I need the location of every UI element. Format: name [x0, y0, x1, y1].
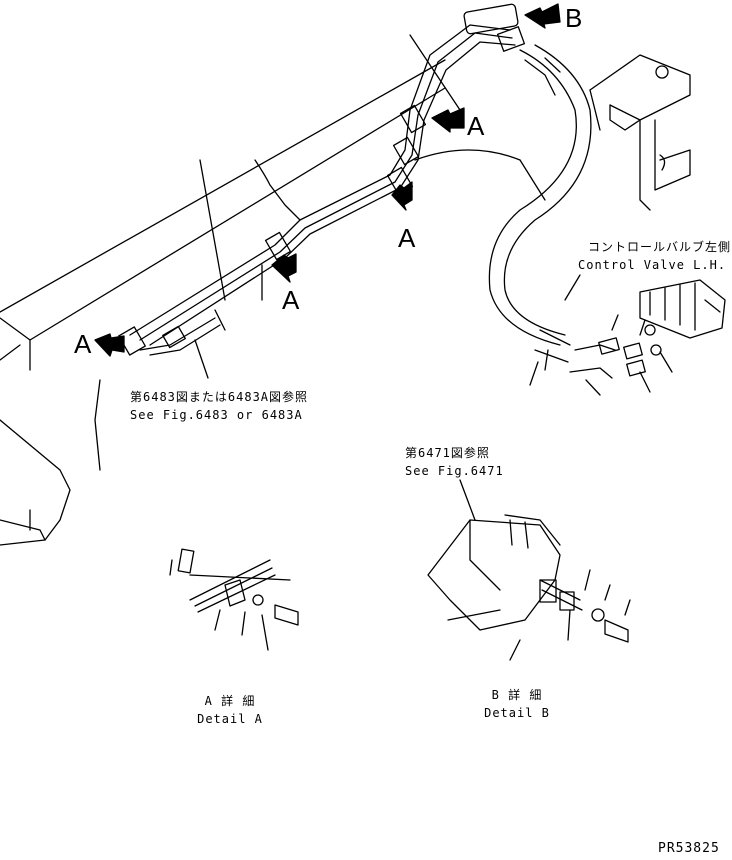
arrow-a-mid: [391, 181, 413, 211]
control-valve: [534, 279, 726, 379]
arrow-a-left: [94, 333, 125, 357]
callout-b: B: [565, 3, 583, 33]
callout-a-mid: A: [398, 223, 416, 253]
control-valve-jp: コントロールバルブ左側: [588, 240, 732, 254]
part-number: PR53825: [658, 841, 720, 856]
callout-a-left: A: [74, 329, 92, 359]
fig6471-jp: 第6471図参照: [405, 446, 490, 460]
hydraulic-pipes: [129, 24, 516, 356]
detail-a-jp: A 詳 細: [204, 694, 256, 708]
fig6471-en: See Fig.6471: [405, 464, 504, 478]
detail-a-en: Detail A: [197, 712, 263, 726]
detail-b-jp: B 詳 細: [491, 688, 543, 702]
detail-b: [427, 514, 631, 661]
detail-b-en: Detail B: [484, 706, 550, 720]
valve-leaders: [529, 314, 673, 396]
arrows: [94, 3, 561, 357]
arrow-a-center: [271, 253, 297, 283]
arrow-b: [524, 3, 561, 29]
arrow-a-upper: [431, 107, 465, 133]
note-leaders: [194, 274, 581, 521]
boom-frame: [0, 34, 546, 546]
hose-to-valve: [488, 44, 592, 346]
control-valve-en: Control Valve L.H.: [578, 258, 727, 272]
callout-a-center: A: [282, 285, 300, 315]
fig6483-en: See Fig.6483 or 6483A: [130, 408, 303, 422]
fig6483-jp: 第6483図または6483A図参照: [130, 390, 309, 404]
right-bracket: [589, 54, 691, 211]
detail-a: [169, 548, 299, 651]
callout-a-upper: A: [467, 111, 485, 141]
